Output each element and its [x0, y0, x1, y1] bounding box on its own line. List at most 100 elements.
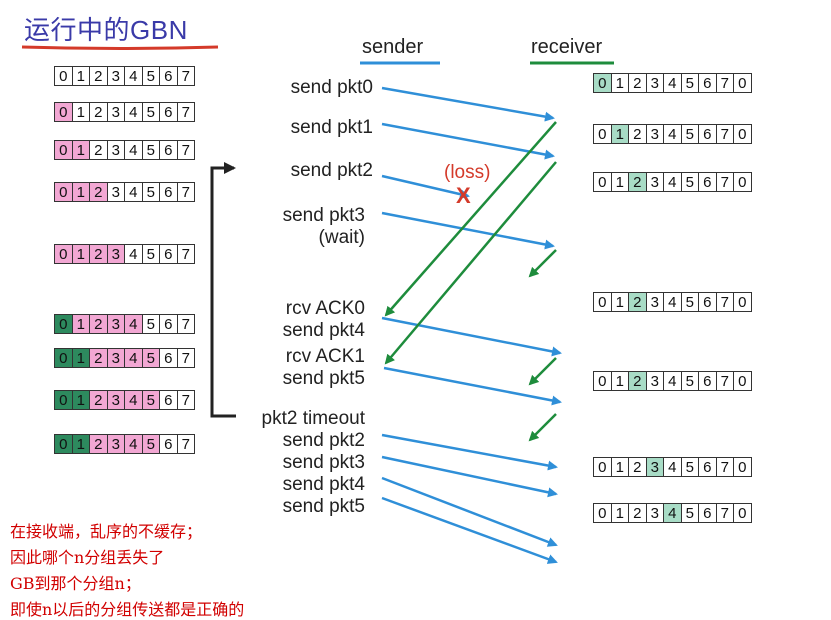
seq-cell: 2 — [90, 314, 108, 334]
seq-cell: 3 — [646, 73, 664, 93]
seq-cell: 3 — [107, 434, 125, 454]
pkt0-arrow — [381, 86, 555, 122]
label-send-pkt0: send pkt0 — [290, 77, 373, 98]
seq-cell: 7 — [716, 371, 734, 391]
seq-cell: 3 — [107, 66, 125, 86]
label-resend-pkt4: send pkt4 — [282, 474, 365, 495]
seq-cell: 7 — [177, 314, 195, 334]
seq-cell: 6 — [160, 182, 178, 202]
seq-cell: 4 — [125, 390, 143, 410]
seq-cell: 5 — [142, 434, 160, 454]
seq-cell: 5 — [142, 244, 160, 264]
label-send-pkt3: send pkt3 — [282, 205, 365, 226]
seq-cell: 4 — [664, 503, 682, 523]
seq-cell: 0 — [55, 140, 73, 160]
seq-cell: 5 — [142, 102, 160, 122]
seq-cell: 2 — [90, 66, 108, 86]
label-resend-pkt5: send pkt5 — [282, 496, 365, 517]
seq-cell: 7 — [716, 503, 734, 523]
seq-cell: 7 — [177, 348, 195, 368]
seq-cell: 6 — [160, 314, 178, 334]
seq-cell: 0 — [594, 172, 612, 192]
ack1-arrow — [384, 161, 557, 365]
label-send-pkt4: send pkt4 — [282, 320, 365, 341]
seq-cell: 7 — [177, 390, 195, 410]
seq-cell: 7 — [177, 182, 195, 202]
seq-cell: 2 — [629, 172, 647, 192]
seq-cell: 2 — [90, 348, 108, 368]
resend-pkt2-arrow — [381, 433, 558, 471]
seq-cell: 3 — [107, 314, 125, 334]
seq-cell: 1 — [611, 124, 629, 144]
note-line-1: 在接收端，乱序的不缓存； — [10, 522, 203, 541]
seq-cell: 4 — [125, 102, 143, 122]
seq-cell: 7 — [177, 66, 195, 86]
seq-cell: 0 — [55, 66, 73, 86]
seq-cell: 3 — [646, 503, 664, 523]
label-resend-pkt3: send pkt3 — [282, 452, 365, 473]
pkt4-arrow — [381, 316, 562, 357]
seq-cell: 6 — [699, 292, 717, 312]
seq-cell: 4 — [125, 66, 143, 86]
seq-cell: 1 — [611, 457, 629, 477]
seq-cell: 3 — [646, 371, 664, 391]
seq-cell: 5 — [142, 390, 160, 410]
seq-cell: 4 — [125, 140, 143, 160]
seq-cell: 0 — [734, 172, 752, 192]
seq-cell: 1 — [72, 66, 90, 86]
seq-cell: 1 — [611, 503, 629, 523]
receiver-heading: receiver — [531, 36, 603, 58]
seq-cell: 2 — [90, 244, 108, 264]
seq-cell: 1 — [72, 140, 90, 160]
seq-cell: 6 — [160, 348, 178, 368]
seq-cell: 6 — [699, 73, 717, 93]
seq-cell: 5 — [681, 124, 699, 144]
seq-cell: 3 — [646, 172, 664, 192]
seq-cell: 5 — [142, 314, 160, 334]
title-underline — [21, 45, 219, 50]
seq-cell: 1 — [72, 390, 90, 410]
label-resend-pkt2: send pkt2 — [282, 430, 365, 451]
seq-cell: 5 — [681, 292, 699, 312]
seq-cell: 5 — [142, 182, 160, 202]
seq-cell: 0 — [594, 292, 612, 312]
seq-cell: 5 — [142, 348, 160, 368]
seq-cell: 7 — [716, 124, 734, 144]
seq-cell: 3 — [107, 390, 125, 410]
seq-cell: 7 — [177, 102, 195, 122]
loss-x-mark: X — [456, 183, 471, 208]
seq-cell: 2 — [90, 434, 108, 454]
seq-cell: 1 — [72, 314, 90, 334]
seq-cell: 2 — [629, 371, 647, 391]
label-send-pkt5: send pkt5 — [282, 368, 365, 389]
seq-cell: 3 — [646, 124, 664, 144]
seq-cell: 2 — [629, 503, 647, 523]
seq-cell: 0 — [734, 371, 752, 391]
label-rcv-ack0: rcv ACK0 — [285, 298, 365, 319]
seq-cell: 7 — [716, 172, 734, 192]
seq-cell: 0 — [55, 348, 73, 368]
seq-cell: 0 — [55, 314, 73, 334]
seq-cell: 3 — [107, 102, 125, 122]
seq-cell: 5 — [142, 140, 160, 160]
seq-cell: 3 — [646, 457, 664, 477]
seq-cell: 0 — [734, 292, 752, 312]
seq-cell: 2 — [90, 140, 108, 160]
seq-cell: 4 — [125, 314, 143, 334]
seq-cell: 6 — [699, 503, 717, 523]
page-title: 运行中的GBN — [24, 15, 188, 45]
seq-cell: 6 — [160, 244, 178, 264]
seq-cell: 4 — [664, 73, 682, 93]
seq-cell: 0 — [55, 182, 73, 202]
seq-cell: 6 — [160, 102, 178, 122]
seq-cell: 5 — [681, 457, 699, 477]
seq-cell: 0 — [594, 457, 612, 477]
